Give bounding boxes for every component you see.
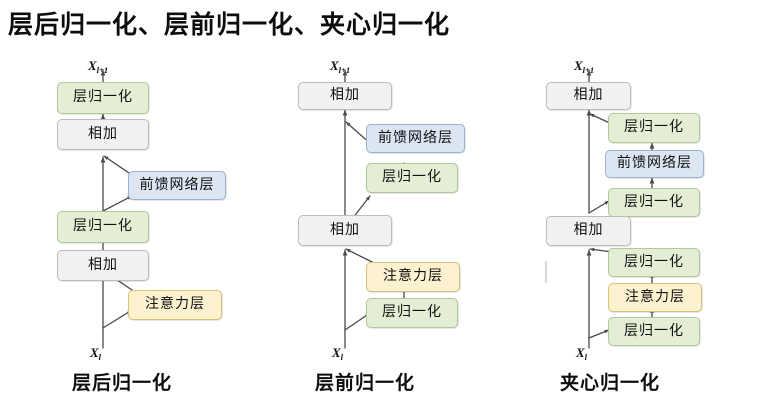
col2-add-top[interactable]: 相加 [298, 82, 392, 110]
col2-caption: 层前归一化 [315, 373, 416, 394]
col2-feed-forward[interactable]: 前馈网络层 [366, 124, 465, 153]
col3-add-top[interactable]: 相加 [546, 82, 631, 110]
col3-layer-norm-attn-pre[interactable]: 层归一化 [608, 317, 700, 346]
col2-input-label: Xl [332, 345, 344, 362]
col3-layer-norm-ffn-pre[interactable]: 层归一化 [608, 188, 700, 217]
col3-attention[interactable]: 注意力层 [608, 283, 702, 312]
col2-output-label: Xl+1 [330, 58, 351, 75]
col3-caption: 夹心归一化 [560, 373, 661, 394]
col1-layer-norm-bottom[interactable]: 层归一化 [57, 211, 149, 243]
col1-caption: 层后归一化 [72, 373, 173, 394]
stray-mark [545, 261, 547, 283]
col1-add-top[interactable]: 相加 [57, 119, 149, 150]
col1-add-bottom[interactable]: 相加 [57, 250, 149, 281]
col2-layer-norm-ffn[interactable]: 层归一化 [366, 163, 458, 193]
col3-feed-forward[interactable]: 前馈网络层 [605, 150, 704, 178]
col3-layer-norm-attn-post[interactable]: 层归一化 [608, 248, 700, 277]
col3-layer-norm-ffn-post[interactable]: 层归一化 [608, 113, 700, 143]
col2-add-bottom[interactable]: 相加 [298, 215, 392, 246]
col3-input-label: Xl [576, 345, 588, 362]
col1-layer-norm-top[interactable]: 层归一化 [57, 82, 149, 114]
page-title: 层后归一化、层前归一化、夹心归一化 [8, 12, 451, 39]
col1-feed-forward[interactable]: 前馈网络层 [128, 171, 226, 200]
col2-attention[interactable]: 注意力层 [366, 262, 460, 292]
col1-input-label: Xl [90, 345, 102, 362]
col1-attention[interactable]: 注意力层 [128, 290, 222, 320]
col3-add-bottom[interactable]: 相加 [546, 216, 631, 246]
col1-output-label: Xl+1 [88, 58, 109, 75]
col2-layer-norm-attn[interactable]: 层归一化 [366, 298, 458, 328]
col3-output-label: Xl+1 [574, 58, 595, 75]
